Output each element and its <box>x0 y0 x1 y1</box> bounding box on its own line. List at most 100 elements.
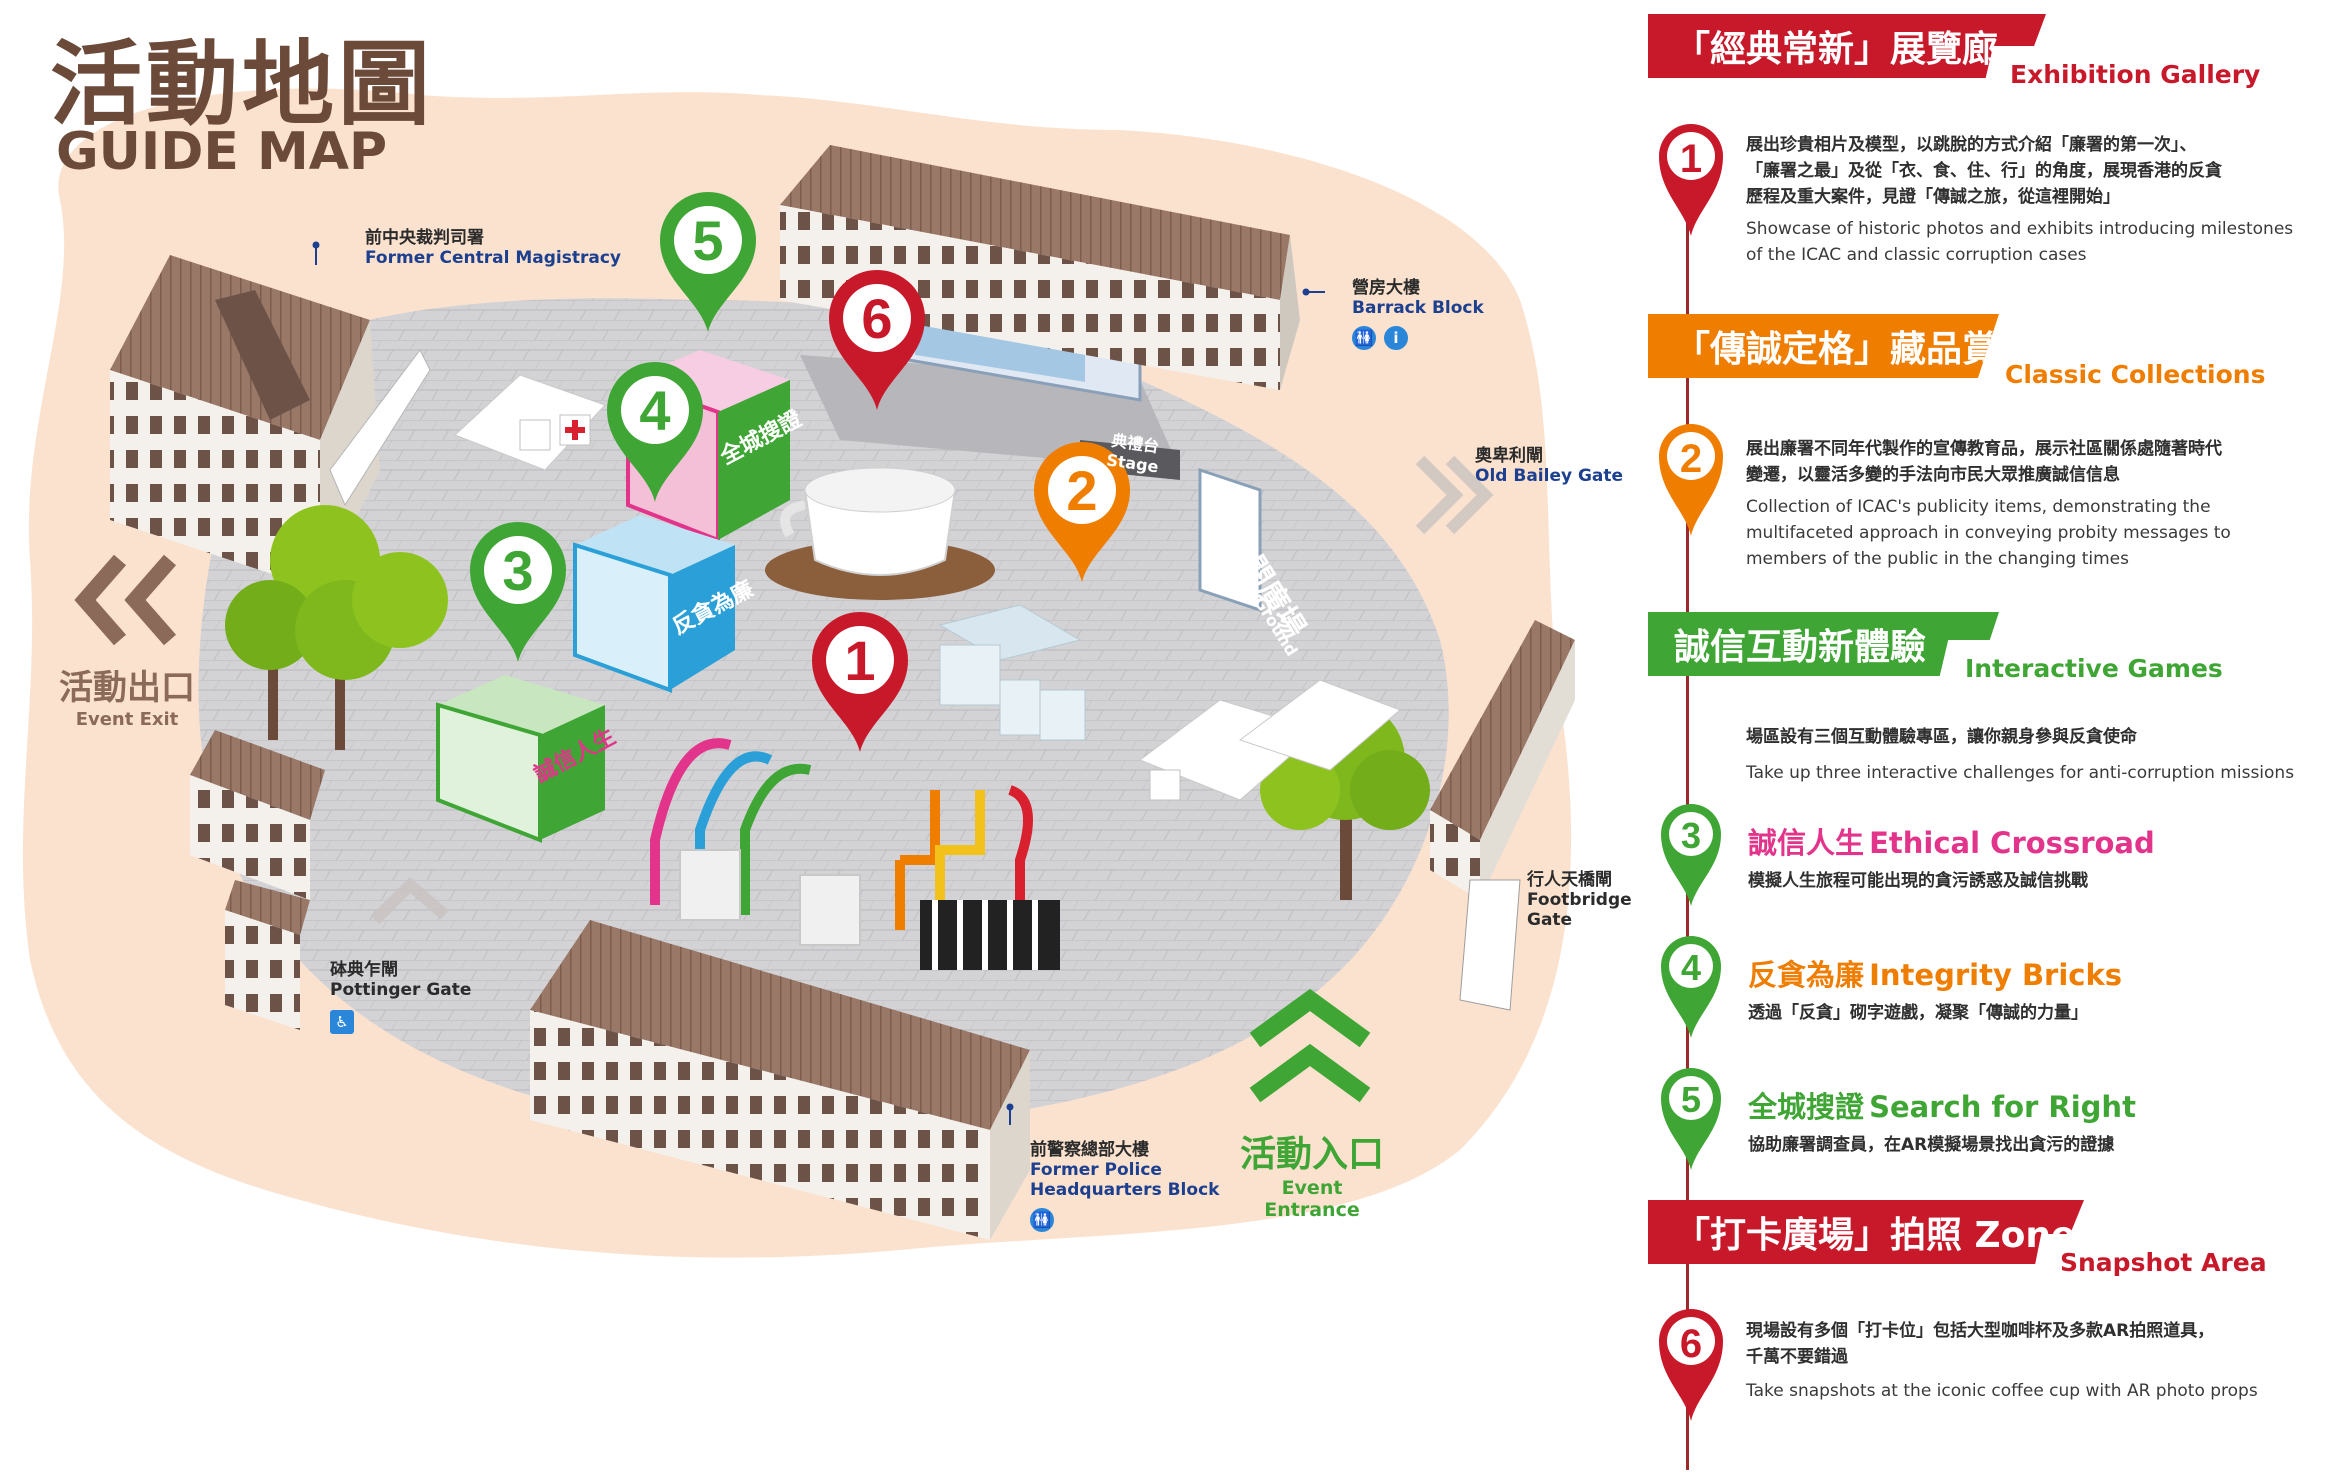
barrack-label: 營房大樓 Barrack Block 🚻 i <box>1352 278 1484 350</box>
map-pin-5[interactable]: 5 <box>660 192 756 332</box>
toilet-icon: 🚻 <box>1030 1208 1054 1232</box>
pottinger-label: 砵典乍閘 Pottinger Gate ♿ <box>330 960 471 1034</box>
map-pin-4-label: 4 <box>639 379 670 442</box>
legend-pin-5-num: 5 <box>1681 1079 1701 1120</box>
legend-pin-2: 2 <box>1655 410 1727 544</box>
exhibition-gallery-arches <box>650 738 1060 970</box>
collections-description: 展出廉署不同年代製作的宣傳教育品，展示社區關係處隨著時代 變遷，以靈活多變的手法… <box>1746 436 2291 572</box>
map-pin-1[interactable]: 1 <box>812 612 908 752</box>
barrack-label-en: Barrack Block <box>1352 298 1484 318</box>
magistracy-label-en: Former Central Magistracy <box>365 248 622 268</box>
booth-3-ethical-crossroad <box>436 675 605 843</box>
game-5-title-zh: 全城搜證 <box>1748 1090 1865 1124</box>
map-pin-1-disc <box>826 626 894 694</box>
game-item-5: 全城搜證 Search for Right 協助廉署調查員，在AR模擬場景找出貪… <box>1748 1084 2136 1158</box>
map-pin-4[interactable]: 4 <box>607 362 703 502</box>
map-pin-5-disc <box>674 206 742 274</box>
collections-section-title: 「傳誠定格」藏品賞 <box>1648 314 1999 378</box>
collections-desc-zh1: 展出廉署不同年代製作的宣傳教育品，展示社區關係處隨著時代 <box>1746 439 2222 459</box>
right-tents <box>1138 679 1401 801</box>
legend-pin-4-num: 4 <box>1681 947 1701 988</box>
footbridge-label: 行人天橋閘 Footbridge Gate <box>1527 870 1632 930</box>
map-pin-1-label: 1 <box>844 629 875 692</box>
toilet-icon: 🚻 <box>1352 326 1376 350</box>
game-3-title-zh: 誠信人生 <box>1748 826 1865 860</box>
collections-desc-en1: Collection of ICAC's publicity items, de… <box>1746 497 2211 517</box>
snapshot-section-title: 「打卡廣場」拍照 Zone <box>1648 1200 2084 1264</box>
barrack-block-building <box>780 145 1300 390</box>
map-pin-6-disc <box>843 284 911 352</box>
legend-pin-6-num: 6 <box>1680 1322 1702 1366</box>
exhibition-description: 展出珍貴相片及模型，以跳脫的方式介紹「廉署的第一次」、 「廉署之最」及從「衣、食… <box>1746 132 2306 268</box>
footbridge-label-en1: Footbridge <box>1527 890 1632 910</box>
exhibition-desc-zh1: 展出珍貴相片及模型，以跳脫的方式介紹「廉署的第一次」、 <box>1746 135 2197 155</box>
footbridge-label-zh: 行人天橋閘 <box>1527 870 1612 890</box>
map-pin-2-label: 2 <box>1066 459 1097 522</box>
pottinger-amenities: ♿ <box>330 1010 471 1034</box>
footbridge-label-en2: Gate <box>1527 910 1573 930</box>
page-title: 活動地圖 <box>50 31 435 138</box>
info-icon: i <box>1384 326 1408 350</box>
games-desc-zh: 場區設有三個互動體驗專區，讓你親身參與反貪使命 <box>1746 727 2137 747</box>
map-pin-3-label: 3 <box>502 539 533 602</box>
exhibition-section-title: 「經典常新」展覽廊 <box>1648 14 2046 78</box>
map-pin-6[interactable]: 6 <box>829 270 925 410</box>
game-5-title-en: Search for Right <box>1869 1090 2136 1124</box>
collections-desc-en2: multifaceted approach in conveying probi… <box>1746 523 2231 543</box>
game-item-4: 反貪為廉 Integrity Bricks 透過「反貪」砌字遊戲，凝聚「傳誠的力… <box>1748 952 2122 1026</box>
event-exit-label-zh: 活動出口 <box>59 668 195 708</box>
game-4-title-zh: 反貪為廉 <box>1748 958 1865 992</box>
games-section-title: 誠信互動新體驗 <box>1648 612 1999 676</box>
game-4-desc: 透過「反貪」砌字遊戲，凝聚「傳誠的力量」 <box>1748 1003 2088 1023</box>
game-item-3: 誠信人生 Ethical Crossroad 模擬人生旅程可能出現的貪污誘惑及誠… <box>1748 820 2155 894</box>
pottinger-label-en: Pottinger Gate <box>330 980 472 1000</box>
event-entrance-label-en: Event Entrance <box>1264 1177 1360 1221</box>
barrack-amenities: 🚻 i <box>1352 326 1484 350</box>
police-hq-label-zh: 前警察總部大樓 <box>1030 1140 1149 1160</box>
legend-pin-2-num: 2 <box>1680 437 1702 481</box>
games-description: 場區設有三個互動體驗專區，讓你親身參與反貪使命 Take up three in… <box>1746 724 2325 786</box>
trees-left <box>225 505 448 750</box>
stage-label: 典禮台 Stage <box>1105 427 1163 477</box>
legend-pin-3: 3 <box>1655 790 1727 914</box>
map-pin-5-label: 5 <box>692 209 723 272</box>
game-5-desc: 協助廉署調查員，在AR模擬場景找出貪污的證據 <box>1748 1135 2115 1155</box>
exit-chevrons <box>74 554 177 646</box>
event-exit-label: 活動出口 Event Exit <box>42 660 212 730</box>
snapshot-section-en: Snapshot Area <box>2030 1234 2310 1290</box>
parade-ground-plaza <box>198 298 1449 1134</box>
legend-pin-4: 4 <box>1655 922 1727 1046</box>
magistracy-label-zh: 前中央裁判司署 <box>365 228 484 248</box>
legend-pin-1-num: 1 <box>1680 137 1702 181</box>
booth-4-integrity-bricks <box>573 515 735 693</box>
map-pin-3[interactable]: 3 <box>470 522 566 662</box>
first-aid-tent <box>454 374 606 471</box>
game-3-desc: 模擬人生旅程可能出現的貪污誘惑及誠信挑戰 <box>1748 871 2088 891</box>
legend-pin-1: 1 <box>1655 110 1727 244</box>
old-bailey-chevrons <box>1415 455 1494 535</box>
magistracy-label: 前中央裁判司署 Former Central Magistracy <box>365 228 621 268</box>
map-pin-2[interactable]: 2 <box>1034 442 1130 582</box>
collections-desc-zh2: 變遷，以靈活多變的手法向市民大眾推廣誠信信息 <box>1746 465 2120 485</box>
exhibition-desc-en2: of the ICAC and classic corruption cases <box>1746 245 2087 265</box>
pottinger-side-buildings <box>190 730 325 1030</box>
snapshot-desc-zh2: 千萬不要錯過 <box>1746 1347 1848 1367</box>
wheelchair-icon: ♿ <box>330 1010 354 1034</box>
exhibition-desc-zh2: 「廉署之最」及從「衣、食、住、行」的角度，展現香港的反貪 <box>1746 161 2222 181</box>
game-4-title-en: Integrity Bricks <box>1869 958 2123 992</box>
old-bailey-label-en: Old Bailey Gate <box>1475 466 1624 486</box>
event-entrance-label-zh: 活動入口 <box>1239 1134 1384 1175</box>
legend-pin-6: 6 <box>1655 1295 1727 1429</box>
games-desc-en: Take up three interactive challenges for… <box>1746 763 2295 783</box>
event-exit-label-en: Event Exit <box>75 709 179 730</box>
game-3-title-en: Ethical Crossroad <box>1869 826 2155 860</box>
map-pin-3-disc <box>484 536 552 604</box>
snapshot-desc-zh1: 現場設有多個「打卡位」包括大型咖啡杯及多款AR拍照道具， <box>1746 1321 2215 1341</box>
games-section-en: Interactive Games <box>1935 640 2265 696</box>
police-hq-label-en1: Former Police <box>1030 1160 1162 1180</box>
page-subtitle: GUIDE MAP <box>56 122 388 182</box>
exhibition-desc-zh3: 歷程及重大案件，見證「傳誠之旅，從這裡開始」 <box>1746 187 2120 207</box>
collections-desc-en3: members of the public in the changing ti… <box>1746 549 2129 569</box>
legend-pin-3-num: 3 <box>1681 815 1701 856</box>
collections-section-en: Classic Collections <box>1975 346 2310 402</box>
